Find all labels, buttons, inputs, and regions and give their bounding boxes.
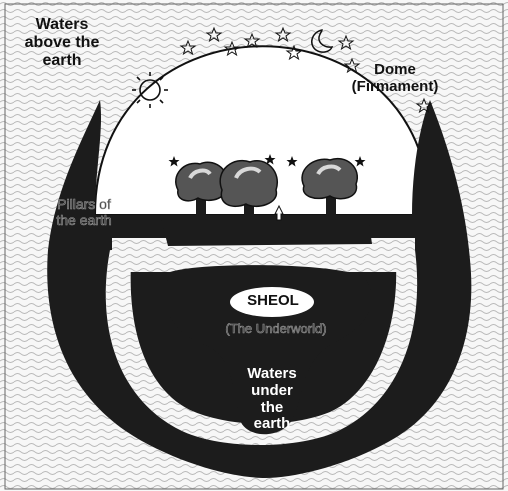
label-the-underworld: (The Underworld) xyxy=(186,322,366,337)
label-dome-firmament: Dome(Firmament) xyxy=(330,62,460,96)
label-sheol: SHEOL xyxy=(228,293,318,310)
ground-surface xyxy=(160,215,372,246)
